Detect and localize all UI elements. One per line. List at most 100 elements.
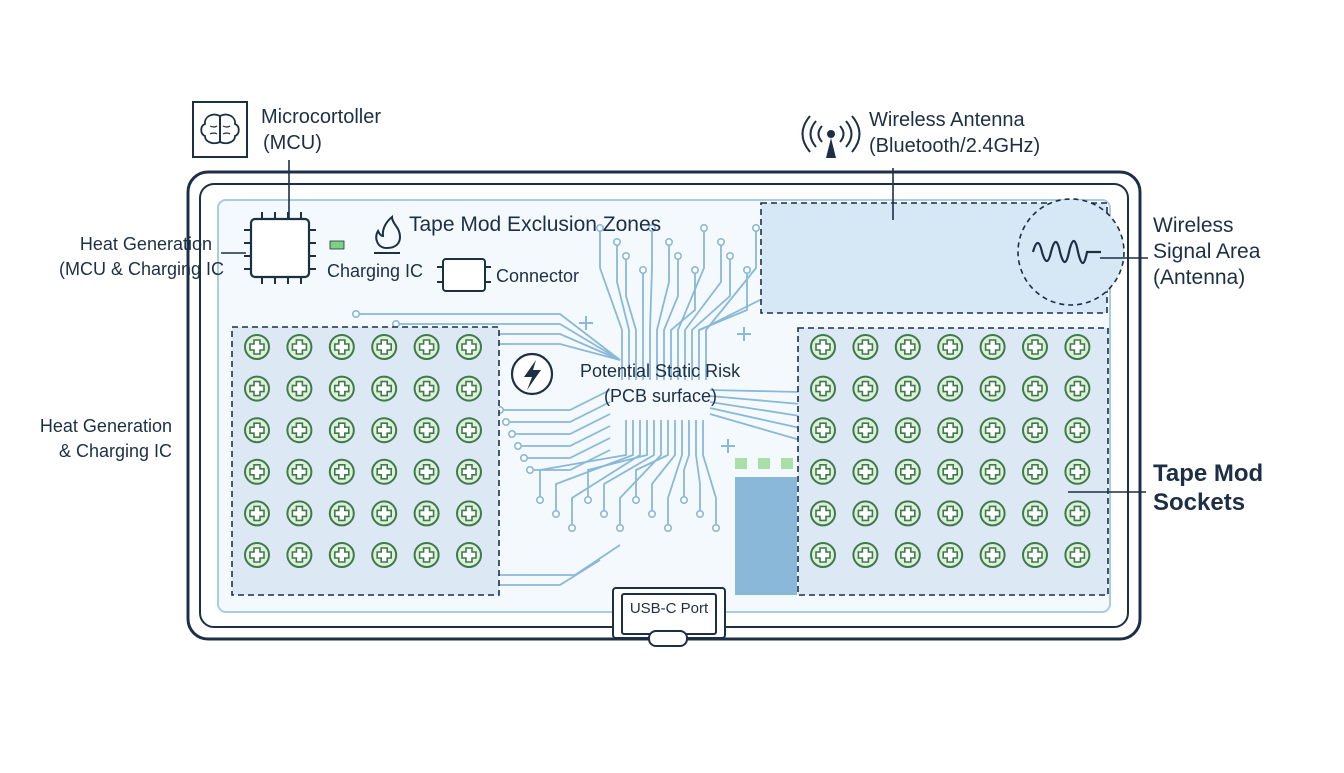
socket [979,375,1006,402]
pcb-trace [619,420,662,528]
pcb-trace [695,420,701,514]
socket [979,417,1006,444]
socket [456,458,482,485]
socket [286,334,313,360]
pcb-trace [506,401,611,423]
charging-ic-component [329,240,345,250]
pcb-trace [625,256,637,380]
socket [286,417,313,444]
socket [244,500,270,527]
trace-via [519,453,528,462]
pcb-trace [677,228,705,380]
socket [328,500,355,527]
socket [456,375,482,402]
pcb-trace [555,420,634,514]
socket [371,458,398,485]
socket [1022,375,1048,402]
trace-via [583,495,592,504]
trace-via [663,523,672,532]
trace-via [751,224,760,233]
trace-via [351,309,360,318]
static-risk-label-line1: Potential Static Risk [580,361,741,381]
pcb-trace [500,389,611,411]
mcu-pins [244,212,316,284]
brain-icon [192,101,248,158]
trace-via [695,509,704,518]
socket [810,500,836,527]
pcb-trace [571,420,641,528]
trace-via [699,224,708,233]
pcb-trace [599,228,623,380]
charging-ic-label: Charging IC [327,261,424,281]
trace-via [599,509,608,518]
socket [1064,417,1091,444]
socket [1064,375,1091,402]
blue-component-block [735,477,797,595]
socket [810,458,836,485]
trace-via [664,238,673,247]
socket [1022,334,1048,360]
trace-via [535,495,544,504]
socket [852,375,879,402]
socket [413,334,440,360]
green-pad-2 [758,458,770,469]
socket [456,542,482,568]
socket [894,542,921,568]
socket [852,334,879,360]
socket [328,334,355,360]
pcb-trace [663,256,679,380]
flame-icon [374,214,402,254]
sockets-label-line2: Sockets [1153,489,1246,516]
pcb-trace [587,420,648,500]
pcb-trace [518,425,611,447]
antenna-icon [801,115,861,158]
trace-via [673,252,682,261]
pcb-trace [651,420,676,514]
socket [244,334,270,360]
pcb-trace [683,420,690,500]
trace-via [525,465,534,474]
usb-port-label: USB-C Port [629,600,709,617]
trace-via [595,224,604,233]
socket [979,542,1006,568]
socket [413,375,440,402]
pcb-trace [698,270,748,380]
antenna-label-line1: Wireless Antenna [869,109,1025,131]
socket [852,500,879,527]
socket [1022,500,1048,527]
socket [413,458,440,485]
socket [852,417,879,444]
trace-via [638,265,647,274]
trace-via [507,429,516,438]
trace-via [567,523,576,532]
trace-via [513,441,522,450]
socket [328,417,355,444]
lightning-icon [510,352,554,396]
pcb-trace [603,420,655,514]
socket [286,542,313,568]
heat-left-label-line2: & Charging IC [58,441,172,461]
pcb-trace [530,449,611,471]
antenna-label-line2: (Bluetooth/2.4GHz) [869,135,1041,157]
trace-via [615,523,624,532]
exclusion-zones-title: Tape Mod Exclusion Zones [409,213,662,236]
socket [1064,334,1091,360]
socket [244,542,270,568]
trace-via [551,509,560,518]
left-socket-grid [244,334,482,568]
socket [894,334,921,360]
trace-via [501,417,510,426]
socket [894,458,921,485]
socket [1064,458,1091,485]
socket [1064,542,1091,568]
socket [244,458,270,485]
green-pad-1 [735,458,747,469]
socket [810,375,836,402]
pcb-trace [667,420,683,528]
socket [852,542,879,568]
mcu-label-line2: (MCU) [263,132,322,154]
signal-area-label-line1: Wireless [1153,214,1234,237]
trace-via [612,238,621,247]
socket [810,334,836,360]
socket [371,542,398,568]
